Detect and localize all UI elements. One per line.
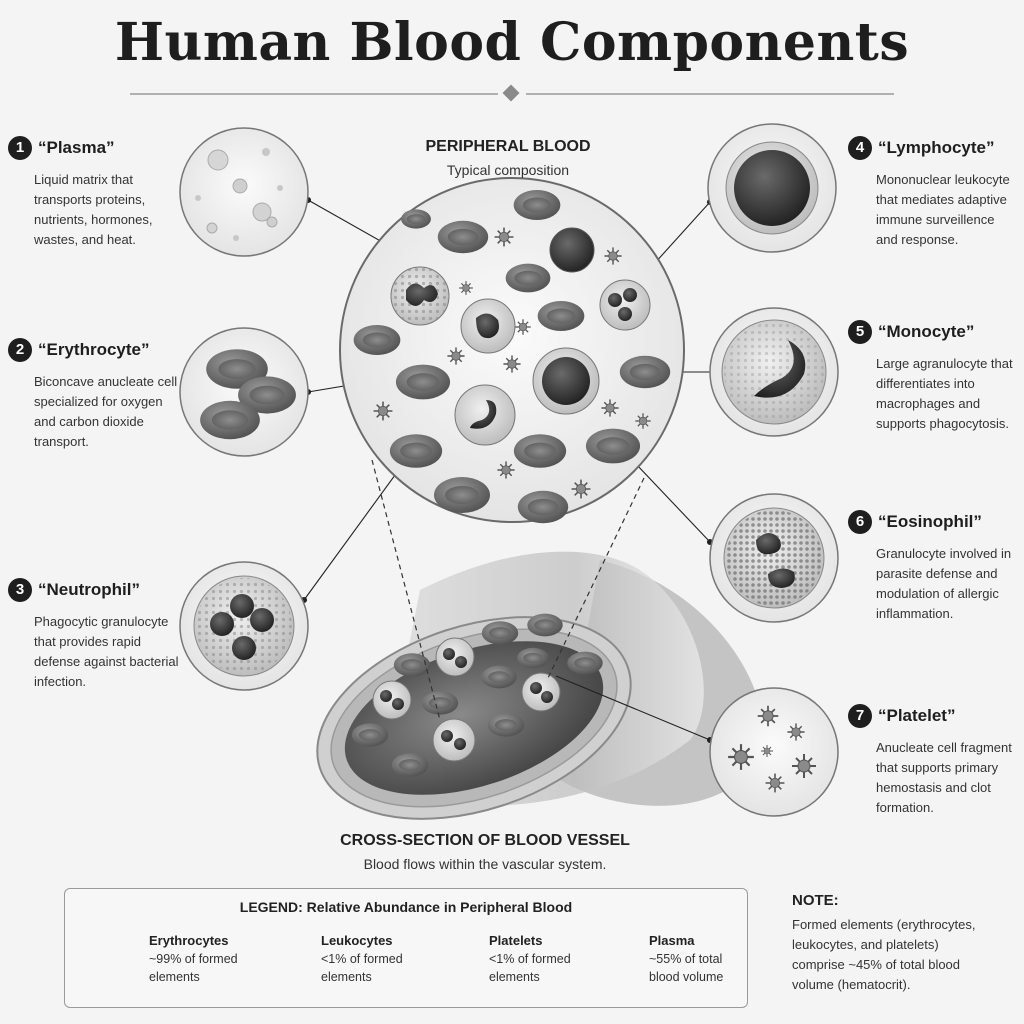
legend-item-name: Platelets	[489, 933, 543, 948]
legend-item-leukocytes: Leukocytes <1% of formed elements	[321, 933, 413, 986]
component-number: 7	[848, 704, 872, 728]
legend-item-desc: ~99% of formed elements	[149, 952, 238, 984]
peripheral-blood-circle	[339, 177, 685, 524]
component-description: Phagocytic granulocyte that provides rap…	[34, 614, 179, 689]
plasma-illustration	[179, 127, 309, 257]
legend-item-desc: <1% of formed elements	[321, 952, 403, 984]
component-description: Biconcave anucleate cell specialized for…	[34, 374, 178, 449]
component-number: 3	[8, 578, 32, 602]
neutrophil-illustration	[179, 561, 309, 691]
legend-title: LEGEND: Relative Abundance in Peripheral…	[239, 899, 573, 915]
legend-item-name: Erythrocytes	[149, 933, 229, 948]
page-title: Human Blood Components	[114, 12, 910, 73]
component-description: Large agranulocyte that differentiates i…	[876, 356, 1013, 431]
component-number: 2	[8, 338, 32, 362]
component-eosinophil: 6 “Eosinophil” Granulocyte involved in pa…	[848, 510, 1016, 624]
legend-item-desc: ~55% of total blood volume	[649, 952, 724, 984]
component-platelet: 7 “Platelet” Anucleate cell fragment that…	[848, 704, 1016, 818]
erythrocyte-illustration	[179, 327, 309, 457]
peripheral-blood-subheading: Typical composition	[446, 162, 570, 178]
component-number: 6	[848, 510, 872, 534]
legend-item-plasma: Plasma ~55% of total blood volume	[649, 933, 741, 986]
component-description: Liquid matrix that transports proteins, …	[34, 172, 153, 247]
component-number: 1	[8, 136, 32, 160]
note: NOTE: Formed elements (erythrocytes, leu…	[792, 892, 982, 995]
title-divider	[130, 84, 894, 102]
vessel-header: CROSS-SECTION OF BLOOD VESSEL Blood flow…	[330, 832, 640, 872]
platelet-illustration	[709, 687, 839, 817]
legend-item-name: Plasma	[649, 933, 695, 948]
component-erythrocyte: 2 “Erythrocyte” Biconcave anucleate cell …	[8, 338, 184, 452]
component-name: “Erythrocyte”	[38, 340, 150, 359]
component-name: “Plasma”	[38, 138, 115, 157]
component-number: 4	[848, 136, 872, 160]
peripheral-blood-heading: PERIPHERAL BLOOD	[425, 138, 591, 155]
legend-item-platelets: Platelets <1% of formed elements	[489, 933, 581, 986]
lymphocyte-illustration	[707, 123, 837, 253]
component-description: Anucleate cell fragment that supports pr…	[876, 740, 1012, 815]
peripheral-blood-header: PERIPHERAL BLOOD Typical composition	[388, 138, 628, 178]
component-description: Granulocyte involved in parasite defense…	[876, 546, 1012, 621]
eosinophil-illustration	[709, 493, 839, 623]
component-name: “Platelet”	[878, 706, 956, 725]
blood-vessel-illustration	[316, 551, 764, 820]
component-name: “Monocyte”	[878, 322, 975, 341]
component-description: Mononuclear leukocyte that mediates adap…	[876, 172, 1010, 247]
component-monocyte: 5 “Monocyte” Large agranulocyte that diff…	[848, 320, 1016, 434]
component-number: 5	[848, 320, 872, 344]
note-text: Formed elements (erythrocytes, leukocyte…	[792, 917, 976, 992]
legend-item-erythrocytes: Erythrocytes ~99% of formed elements	[149, 933, 241, 986]
legend-item-name: Leukocytes	[321, 933, 393, 948]
zoom-lines	[371, 459, 645, 721]
legend-item-desc: <1% of formed elements	[489, 952, 571, 984]
vessel-heading: CROSS-SECTION OF BLOOD VESSEL	[340, 832, 630, 849]
component-neutrophil: 3 “Neutrophil” Phagocytic granulocyte tha…	[8, 578, 184, 692]
component-name: “Eosinophil”	[878, 512, 982, 531]
note-heading: NOTE:	[792, 892, 839, 909]
vessel-subheading: Blood flows within the vascular system.	[363, 856, 607, 872]
legend-box: LEGEND: Relative Abundance in Peripheral…	[64, 888, 748, 1008]
component-lymphocyte: 4 “Lymphocyte” Mononuclear leukocyte that…	[848, 136, 1016, 250]
monocyte-illustration	[709, 307, 839, 437]
component-plasma: 1 “Plasma” Liquid matrix that transports …	[8, 136, 184, 250]
component-name: “Lymphocyte”	[878, 138, 995, 157]
component-name: “Neutrophil”	[38, 580, 140, 599]
